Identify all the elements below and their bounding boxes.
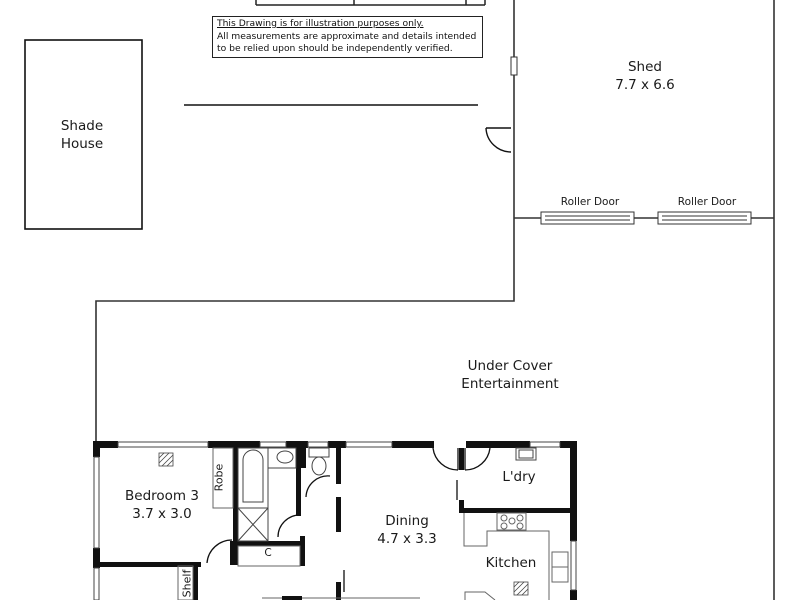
bedroom3-label: Bedroom 3 3.7 x 3.0 — [125, 487, 199, 523]
shed-name: Shed — [627, 59, 663, 75]
cupboard-label: C — [264, 547, 272, 559]
shed-dimensions: 7.7 x 6.6 — [615, 77, 675, 93]
bedroom3-dimensions: 3.7 x 3.0 — [132, 506, 192, 522]
windows — [93, 441, 577, 600]
shade-house-name-line1: Shade — [60, 118, 104, 134]
shed-door-swing — [485, 127, 512, 153]
disclaimer-line2: All measurements are approximate and det… — [217, 30, 477, 42]
cupboard-outline — [237, 545, 301, 567]
dining-name: Dining — [385, 513, 429, 529]
disclaimer-line1: This Drawing is for illustration purpose… — [217, 18, 424, 29]
roller-door-2 — [657, 211, 752, 225]
undercover-name-line1: Under Cover — [467, 358, 553, 374]
dining-dimensions: 4.7 x 3.3 — [377, 531, 437, 547]
bathtub — [237, 447, 269, 509]
bedroom3-name: Bedroom 3 — [125, 488, 199, 504]
laundry-tub — [515, 447, 537, 461]
house-walls — [93, 441, 577, 600]
shower — [237, 507, 269, 542]
laundry-label: L'dry — [502, 469, 536, 485]
door-swings — [206, 447, 491, 592]
undercover-name-line2: Entertainment — [461, 376, 559, 392]
robe-outline — [212, 447, 234, 509]
robe-label: Robe — [212, 463, 226, 492]
dining-label: Dining 4.7 x 3.3 — [377, 512, 437, 548]
counter-dark — [282, 596, 302, 600]
shade-house-name-line2: House — [60, 136, 104, 152]
shade-house-outline — [24, 39, 143, 230]
roller-door-1-label: Roller Door — [560, 196, 620, 208]
roller-door-1 — [540, 211, 635, 225]
shade-house-label: Shade House — [61, 117, 103, 153]
disclaimer-line3: to be relied upon should be independentl… — [217, 43, 453, 54]
vent-icons — [158, 452, 529, 596]
undercover-label: Under Cover Entertainment — [461, 357, 558, 393]
toilet — [308, 447, 330, 476]
undercover-outline — [95, 300, 515, 442]
kitchen-label: Kitchen — [485, 555, 537, 571]
roller-door-2-label: Roller Door — [677, 196, 737, 208]
shelf-outline — [177, 565, 194, 600]
top-table-fragment — [255, 0, 486, 6]
basin — [267, 447, 297, 469]
shelf-label: Shelf — [180, 569, 194, 598]
shed-label: Shed 7.7 x 6.6 — [615, 58, 675, 94]
disclaimer-box: This Drawing is for illustration purpose… — [212, 16, 483, 58]
shed-window — [510, 56, 518, 76]
